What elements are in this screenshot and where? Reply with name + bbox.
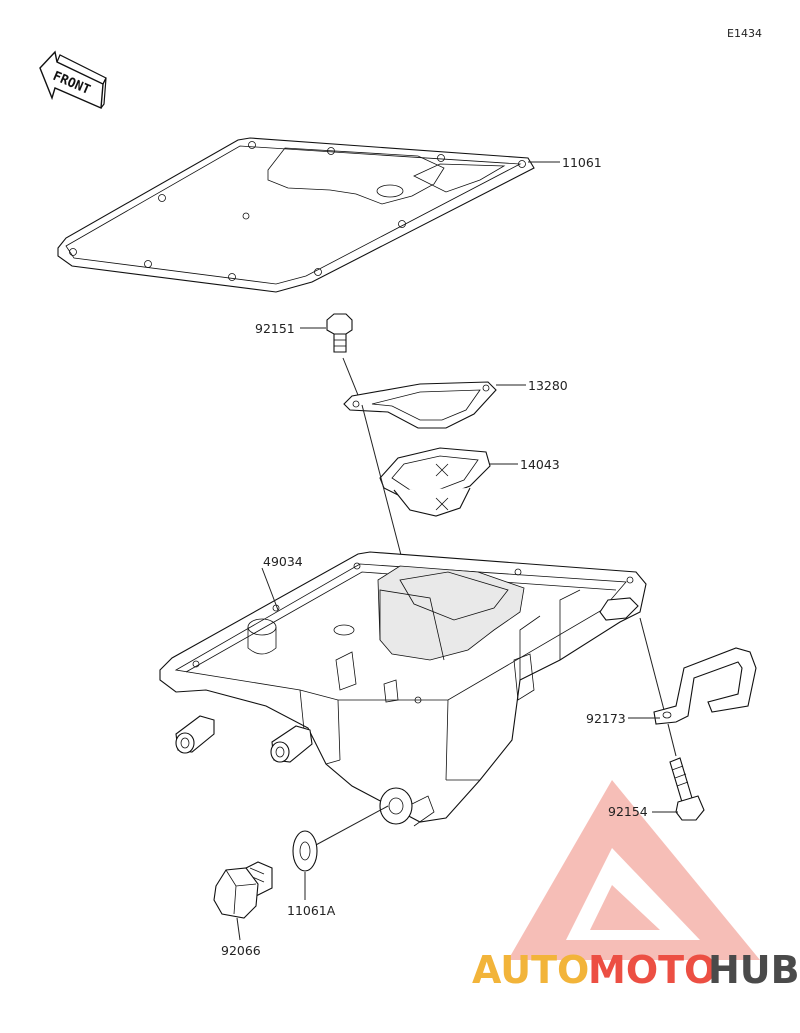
oil-strainer bbox=[379, 447, 491, 517]
strainer-bolt bbox=[326, 313, 353, 353]
watermark-logo-icon bbox=[508, 780, 760, 960]
callout-11061: 11061 bbox=[562, 155, 602, 170]
oil-pan-gasket bbox=[57, 137, 535, 293]
callout-92154: 92154 bbox=[608, 804, 648, 819]
watermark-hub: HUB bbox=[708, 948, 800, 992]
callout-49034: 49034 bbox=[263, 554, 303, 569]
oil-pan bbox=[159, 551, 647, 827]
strainer-gasket bbox=[343, 381, 497, 429]
callout-11061A: 11061A bbox=[287, 903, 336, 918]
pan-bracket bbox=[653, 647, 757, 725]
front-arrow-icon: FRONT bbox=[39, 50, 107, 110]
watermark-auto: AUTO bbox=[472, 948, 589, 992]
diagram-code: E1434 bbox=[727, 27, 762, 40]
bracket-bolt bbox=[669, 757, 705, 821]
drain-washer bbox=[292, 830, 318, 872]
callout-14043: 14043 bbox=[520, 457, 560, 472]
drain-plug bbox=[213, 861, 273, 919]
callout-92066: 92066 bbox=[221, 943, 261, 958]
watermark-text: AUTO MOTO HUB bbox=[472, 948, 800, 992]
watermark-moto: MOTO bbox=[588, 948, 716, 992]
callout-92173: 92173 bbox=[586, 711, 626, 726]
callout-92151: 92151 bbox=[255, 321, 295, 336]
callout-13280: 13280 bbox=[528, 378, 568, 393]
